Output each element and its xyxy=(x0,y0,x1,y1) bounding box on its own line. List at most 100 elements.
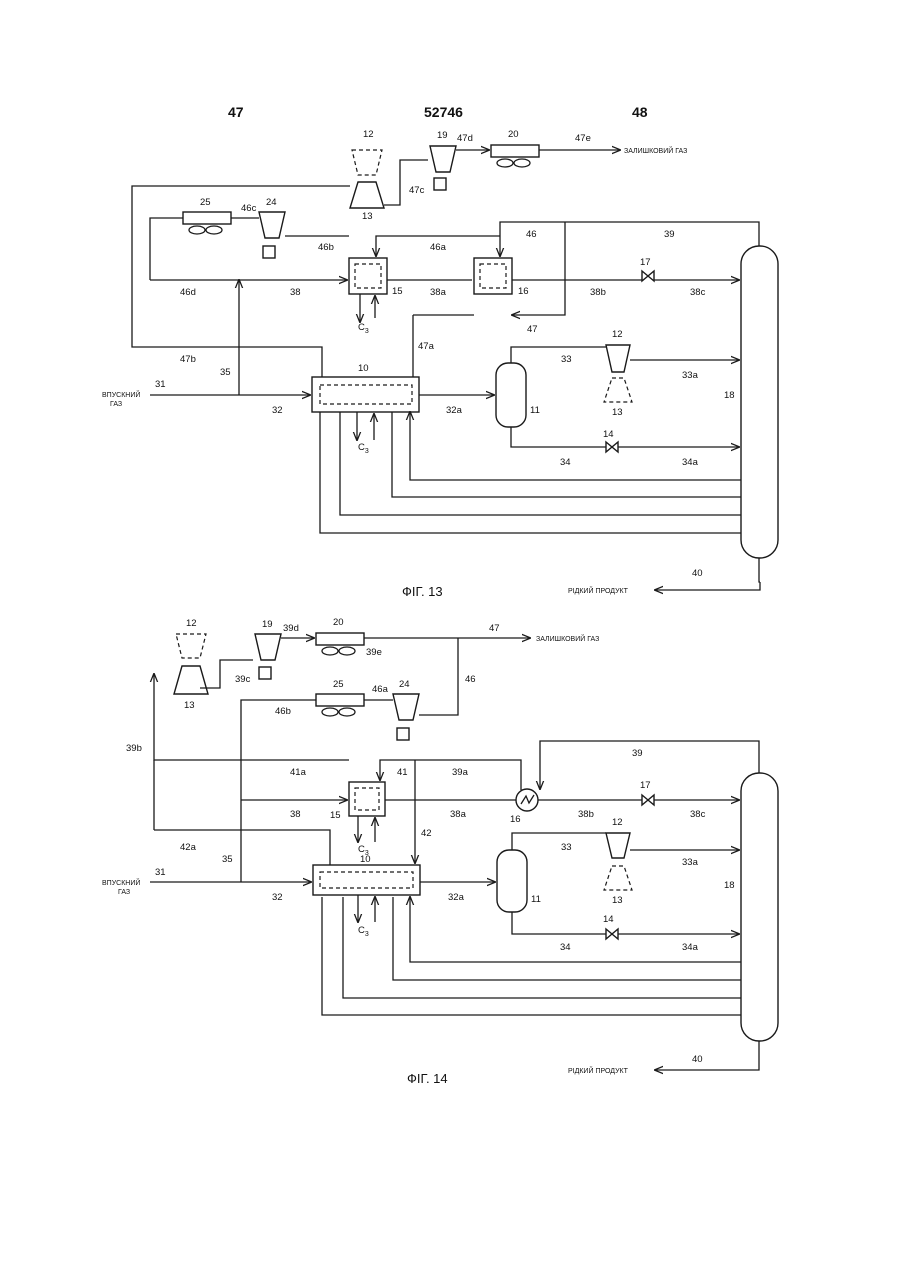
label-46a: 46a xyxy=(372,684,389,695)
label-46: 46 xyxy=(465,674,476,685)
label-12-lower: 12 xyxy=(612,817,623,828)
label-10: 10 xyxy=(358,363,369,374)
separator-11 xyxy=(497,850,527,912)
label-39e: 39e xyxy=(366,647,382,658)
cooler-20 xyxy=(491,145,539,157)
label-40: 40 xyxy=(692,568,703,579)
compressor-24 xyxy=(393,694,419,720)
fan-icon xyxy=(497,159,530,167)
label-42a: 42a xyxy=(180,842,197,853)
figure-13: 10 11 12 12 13 13 14 15 16 17 18 19 20 2… xyxy=(102,129,778,599)
liquid-product-label: РІДКИЙ ПРОДУКТ xyxy=(568,1066,629,1075)
driver-19 xyxy=(259,667,271,679)
fan-icon xyxy=(322,647,355,655)
label-39: 39 xyxy=(664,229,675,240)
label-11: 11 xyxy=(530,405,540,416)
label-34a: 34a xyxy=(682,457,699,468)
cooler-25 xyxy=(183,212,231,224)
label-35: 35 xyxy=(220,367,231,378)
label-34: 34 xyxy=(560,942,571,953)
label-46b: 46b xyxy=(318,242,334,253)
driver-19 xyxy=(434,178,446,190)
label-32: 32 xyxy=(272,405,283,416)
label-46d: 46d xyxy=(180,287,196,298)
label-47e: 47e xyxy=(575,133,591,144)
figure-14-caption: ФІГ. 14 xyxy=(407,1071,448,1086)
heat-exchanger-10 xyxy=(312,377,419,412)
valve-14 xyxy=(606,929,618,939)
compressor-19 xyxy=(255,634,281,660)
label-12-lower: 12 xyxy=(612,329,623,340)
c3-label: C3 xyxy=(358,925,369,938)
label-16: 16 xyxy=(510,814,521,825)
label-47a: 47a xyxy=(418,341,435,352)
label-35: 35 xyxy=(222,854,233,865)
label-16: 16 xyxy=(518,286,529,297)
liquid-product-label: РІДКИЙ ПРОДУКТ xyxy=(568,586,629,595)
label-41: 41 xyxy=(397,767,408,778)
label-38c: 38c xyxy=(690,287,706,298)
label-38: 38 xyxy=(290,287,301,298)
label-11: 11 xyxy=(531,894,541,905)
valve-17 xyxy=(642,271,654,281)
cooler-20 xyxy=(316,633,364,645)
label-33: 33 xyxy=(561,842,572,853)
label-32a: 32a xyxy=(448,892,465,903)
label-34a: 34a xyxy=(682,942,699,953)
label-38b: 38b xyxy=(578,809,594,820)
residue-gas-label: ЗАЛИШКОВИЙ ГАЗ xyxy=(536,634,599,643)
label-46c: 46c xyxy=(241,203,257,214)
expander-12 xyxy=(606,345,630,372)
label-15: 15 xyxy=(330,810,341,821)
driver-24 xyxy=(397,728,409,740)
label-17: 17 xyxy=(640,257,651,268)
label-32: 32 xyxy=(272,892,283,903)
label-20: 20 xyxy=(333,617,344,628)
label-14: 14 xyxy=(603,914,614,925)
fan-icon xyxy=(322,708,355,716)
label-32a: 32a xyxy=(446,405,463,416)
label-17: 17 xyxy=(640,780,651,791)
label-25: 25 xyxy=(333,679,344,690)
label-38: 38 xyxy=(290,809,301,820)
c3-label: C3 xyxy=(358,322,369,335)
label-24: 24 xyxy=(266,197,277,208)
label-19: 19 xyxy=(437,130,448,141)
label-38a: 38a xyxy=(430,287,447,298)
label-15: 15 xyxy=(392,286,403,297)
fractionation-column-18 xyxy=(741,246,778,558)
label-38b: 38b xyxy=(590,287,606,298)
label-46: 46 xyxy=(526,229,537,240)
label-47b: 47b xyxy=(180,354,196,365)
label-40: 40 xyxy=(692,1054,703,1065)
label-39: 39 xyxy=(632,748,643,759)
heat-exchanger-16 xyxy=(516,789,538,811)
label-38c: 38c xyxy=(690,809,706,820)
label-18: 18 xyxy=(724,880,735,891)
label-25: 25 xyxy=(200,197,211,208)
fractionation-column-18 xyxy=(741,773,778,1041)
compressor-19 xyxy=(430,146,456,172)
label-47c: 47c xyxy=(409,185,425,196)
valve-17 xyxy=(642,795,654,805)
compressor-13 xyxy=(174,666,208,694)
inlet-gas-label: ВПУСКНИЙ xyxy=(102,878,140,887)
heat-exchanger-15 xyxy=(349,258,387,294)
inlet-gas-label: ВПУСКНИЙ xyxy=(102,390,140,399)
label-46b: 46b xyxy=(275,706,291,717)
expander-12-dashed xyxy=(352,150,382,175)
compressor-24 xyxy=(259,212,285,238)
separator-11 xyxy=(496,363,526,427)
heat-exchanger-15 xyxy=(349,782,385,816)
label-39d: 39d xyxy=(283,623,299,634)
label-18: 18 xyxy=(724,390,735,401)
residue-gas-label: ЗАЛИШКОВИЙ ГАЗ xyxy=(624,146,687,155)
valve-14 xyxy=(606,442,618,452)
compressor-13-dashed xyxy=(604,866,632,890)
inlet-gas-label: ГАЗ xyxy=(118,889,130,896)
label-12: 12 xyxy=(186,618,197,629)
label-31: 31 xyxy=(155,379,166,390)
label-24: 24 xyxy=(399,679,410,690)
label-47: 47 xyxy=(527,324,538,335)
